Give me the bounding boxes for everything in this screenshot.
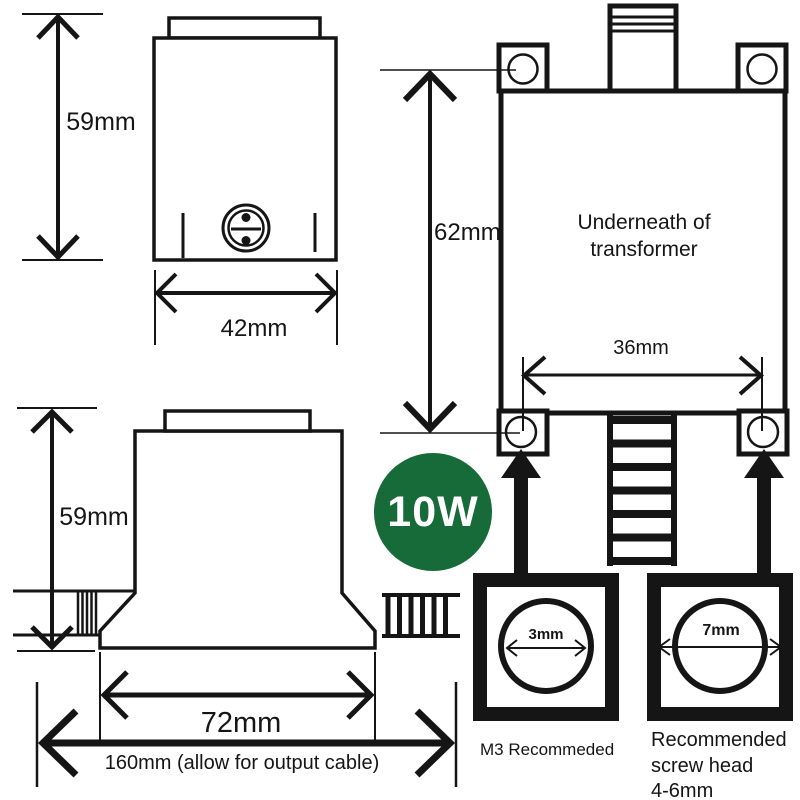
underneath-view-drawing: [496, 3, 790, 566]
top-cable-gland: [607, 3, 679, 91]
input-cable-right: [382, 593, 460, 638]
screw-head-caption-line1: Recommended: [651, 729, 787, 751]
side-body: [98, 429, 377, 650]
underneath-title-line2: transformer: [590, 238, 698, 261]
front-height-dimension: [22, 13, 103, 261]
top-cable-gland-ridges: [608, 15, 678, 33]
front-height-label: 59mm: [66, 108, 136, 136]
screw-head-caption-line2: screw head: [651, 754, 754, 777]
mounting-hole-bottom-left: [504, 415, 538, 449]
underneath-height-label: 62mm: [434, 219, 501, 246]
screw-head-caption-line3: 4-6mm: [651, 780, 714, 800]
hole-spacing-label: 36mm: [613, 337, 669, 359]
underneath-body: [498, 88, 788, 416]
hole-spacing-dimension: [520, 355, 765, 431]
pilot-hole-caption: M3 Recommeded: [480, 740, 615, 759]
clearance-label: 160mm (allow for output cable): [104, 752, 380, 774]
front-width-dimension: [154, 270, 338, 345]
pilot-hole-detail-box: [473, 573, 619, 721]
power-badge-circle: [374, 453, 492, 571]
front-cap: [167, 16, 322, 40]
output-cable-left: [13, 589, 135, 637]
side-cap: [163, 409, 312, 433]
power-badge-label: 10W: [387, 488, 479, 536]
clearance-dimension: [35, 682, 458, 787]
bottom-cable-gland: [607, 413, 677, 566]
mounting-hole-top-right: [746, 53, 778, 85]
mounting-hole-top-left: [507, 53, 539, 85]
screw-head-caption: Recommended screw head 4-6mm: [651, 728, 787, 800]
output-connector-icon: [221, 203, 271, 253]
base-width-label: 72mm: [200, 707, 282, 739]
pilot-hole-diameter-label: 3mm: [528, 626, 564, 643]
screw-head-diameter-label: 7mm: [702, 622, 740, 639]
screw-head-detail-box: [647, 573, 793, 721]
pointer-arrow-right: [744, 449, 784, 573]
side-view-drawing: [13, 409, 460, 650]
front-view-drawing: [152, 16, 338, 262]
front-body: [152, 36, 338, 262]
side-height-dimension: [17, 407, 97, 652]
pilot-hole-circle: [498, 598, 594, 694]
underneath-height-dimension: [380, 69, 520, 434]
underneath-title: Underneath of transformer: [554, 209, 734, 263]
underneath-title-line1: Underneath of: [577, 211, 711, 234]
front-width-label: 42mm: [220, 315, 288, 342]
base-width-dimension: [99, 652, 376, 740]
pointer-arrow-left: [501, 449, 541, 573]
side-height-label: 59mm: [59, 503, 129, 531]
